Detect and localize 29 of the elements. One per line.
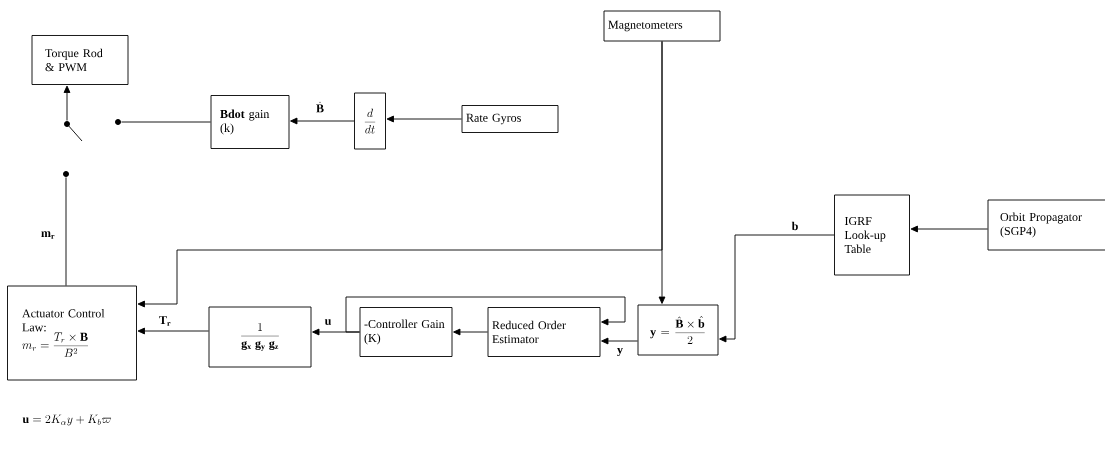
edge-label: $\mathbf{m_r}$ [40, 230, 57, 240]
edge-label: $\mathbf{y}$ [616, 346, 624, 358]
formula-box: $\mathbf{y}=\frac{\hat{\mathbf{B}}\times\hat{\mathbf{b}}}{2}$ [637, 304, 719, 356]
edge-label: $\mathbf{T_r}$ [157, 315, 173, 327]
equation: $\mathbf{u}=2K_\alpha y+K_b\varpi$ [22, 414, 112, 426]
process-box: -Controller Gain (K) [359, 307, 453, 357]
process-box: Reduced Order Estimator [487, 307, 601, 357]
process-box: Orbit Propagator (SGP4) [987, 199, 1105, 251]
edge-label: $\mathbf{u}$ [323, 318, 333, 326]
edge-label: $\dot{\mathbf{B}}$ [315, 100, 325, 114]
arrow [601, 337, 638, 345]
gain-box: $\frac{1}{\mathbf{g_x}\;\mathbf{g_y}\;\mathbf{g_z}}$ [208, 306, 312, 368]
process-box: Rate Gyros [461, 105, 559, 133]
arrow [910, 225, 988, 233]
control-law-box: Actuator Control Law: $m_r=\frac{T_r\times\mathbf{B}}{B^2}$ [7, 285, 137, 381]
arrow [386, 115, 462, 123]
process-box: Magnetometers [603, 10, 721, 42]
arrow [290, 117, 355, 125]
arrow [137, 41, 663, 308]
process-box: Torque Rod & PWM [31, 35, 129, 85]
arrow [453, 328, 488, 336]
process-box: IGRF Look-up Table [834, 194, 910, 276]
arrow [63, 85, 71, 121]
arrow [719, 234, 835, 343]
process-box: Bdot gain (k) [210, 95, 290, 149]
edge-label: $\mathbf{b}$ [790, 220, 800, 232]
arrow [137, 327, 209, 335]
derivative-box: $\frac{d}{dt}$ [354, 92, 386, 150]
arrow [345, 296, 626, 333]
